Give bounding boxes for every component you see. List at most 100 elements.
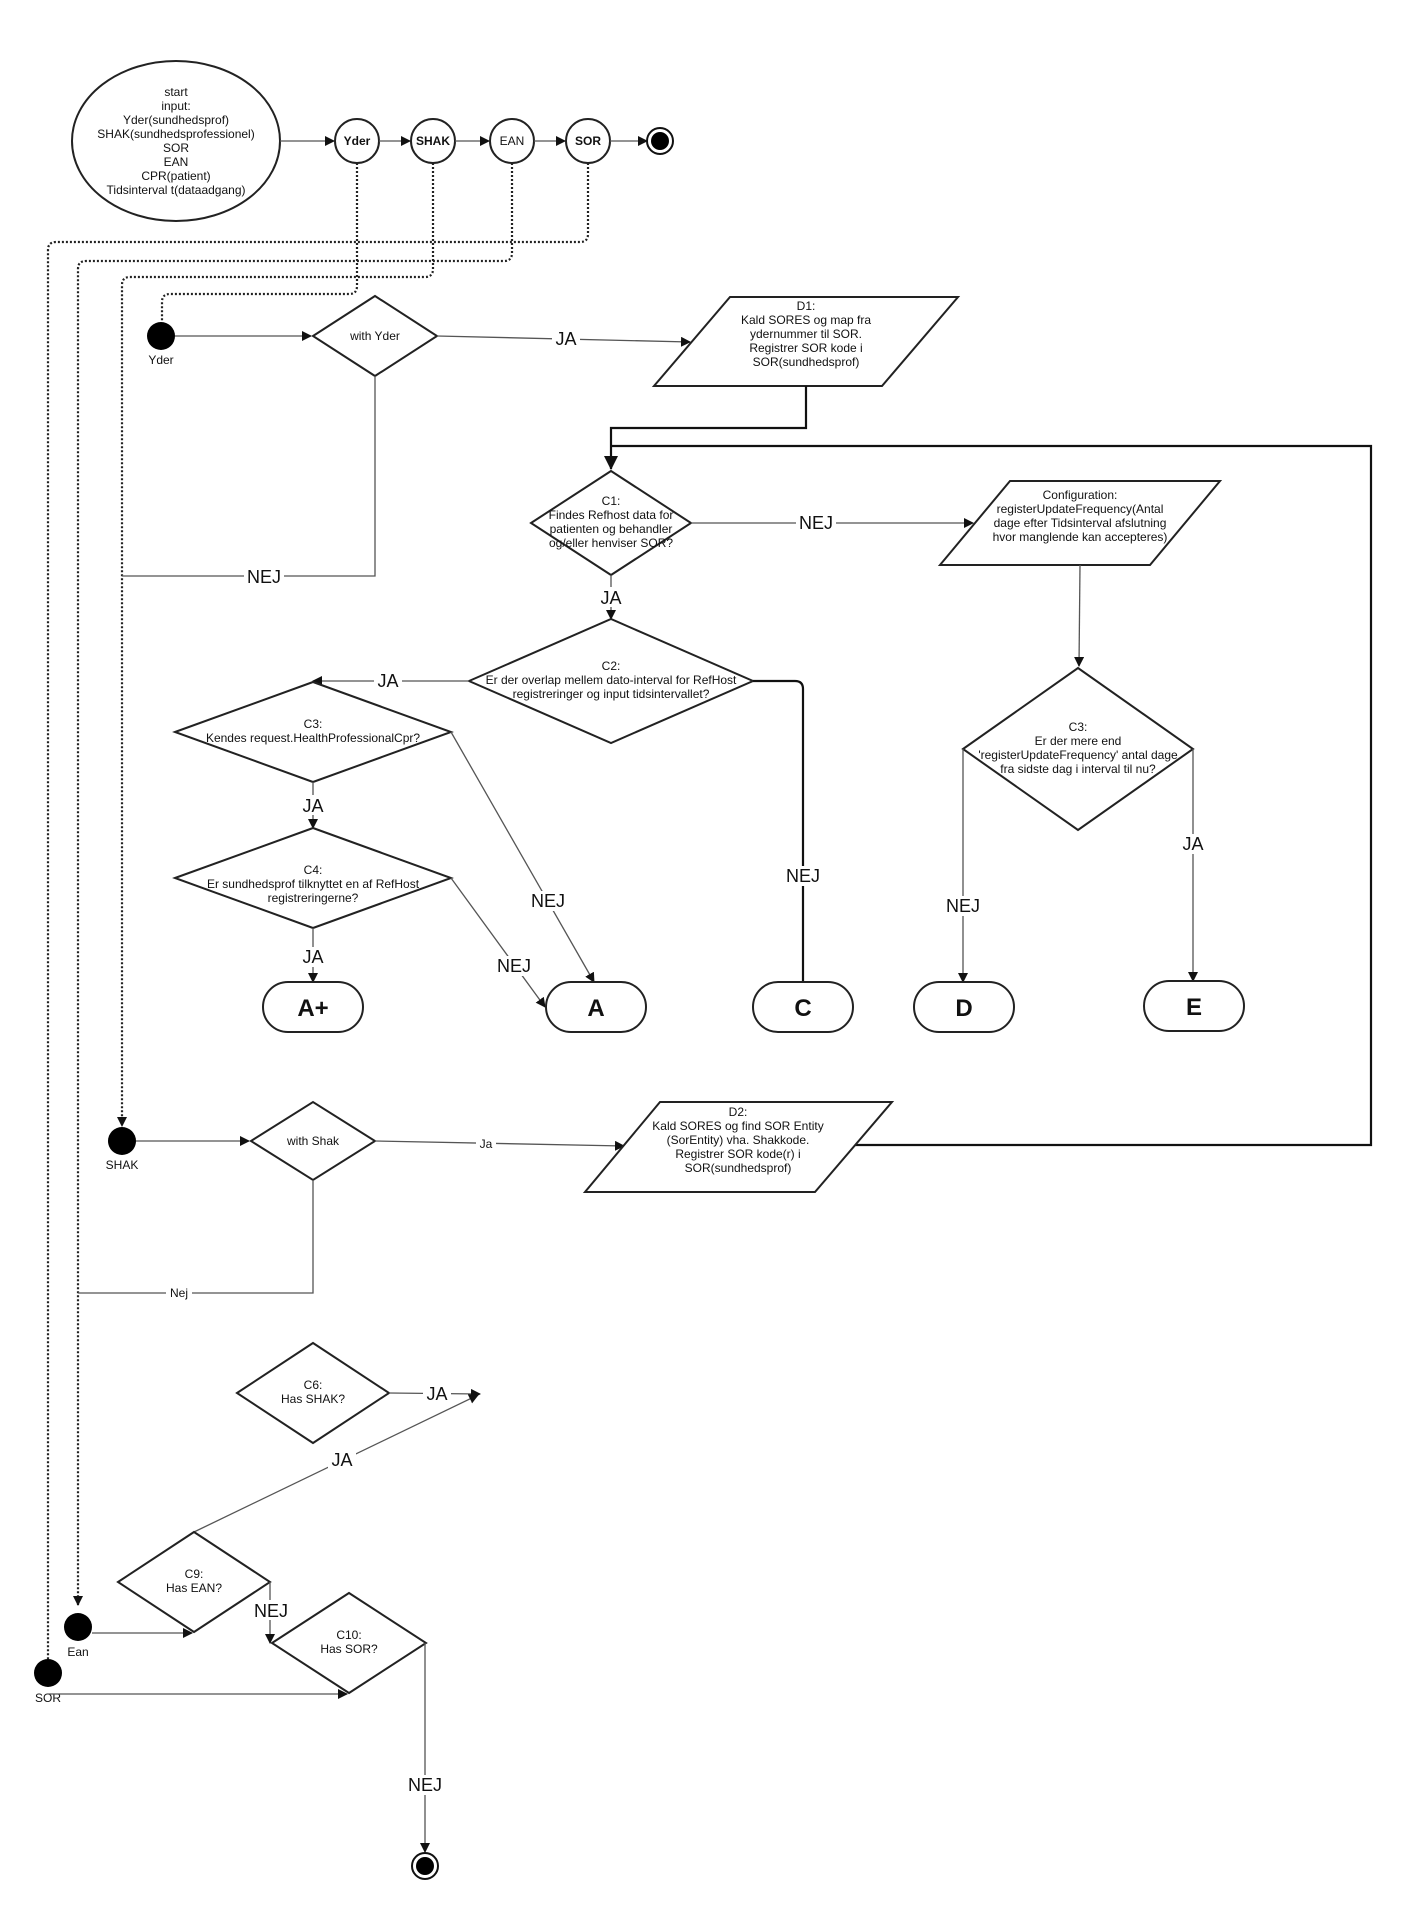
c3l-text-line: C3: [304,717,323,731]
start-text-line: CPR(patient) [141,169,210,183]
decision-c9-text: C9:Has EAN? [166,1567,222,1595]
c4-text-line: C4: [304,863,323,877]
decision-c6: C6:Has SHAK? [235,1341,391,1445]
label-c3-ja: JA [302,796,323,816]
seq-node-shak: SHAK [410,118,456,164]
label-c4-ja: JA [302,947,323,967]
process-d2: D2:Kald SORES og find SOR Entity(SorEnti… [582,1101,895,1193]
terminal-a-plus: A+ [262,981,364,1033]
d2-text-line: Kald SORES og find SOR Entity [652,1119,823,1133]
terminal-e: E [1143,980,1245,1032]
start-text-line: SOR [163,141,189,155]
c2-text-line: C2: [602,659,621,673]
d1-text-line: Registrer SOR kode i [749,341,862,355]
process-configuration-text: Configuration:registerUpdateFrequency(An… [993,488,1168,544]
label-c3-nej: NEJ [531,891,565,911]
label-c10-nej: NEJ [408,1775,442,1795]
config-text-line: registerUpdateFrequency(Antal [997,502,1164,516]
terminal-e-label: E [1186,994,1202,1021]
c6-text-line: C6: [304,1378,323,1392]
edge-d2-loop-c1 [611,444,1373,1147]
c9-text-line: C9: [185,1567,204,1581]
entry-sor-label: SOR [35,1691,61,1705]
config-text-line: Configuration: [1043,488,1118,502]
dotted-yder-to-yder-entry [160,163,359,322]
c2-text-line: registreringer og input tidsintervallet? [513,687,710,701]
d1-text-line: Kald SORES og map fra [741,313,871,327]
decision-c4: C4:Er sundhedsprof tilknyttet en af RefH… [172,826,454,930]
label-shak-ja: Ja [480,1137,493,1151]
edge-shak-ja [374,1140,625,1151]
decision-c3-left-text: C3:Kendes request.HealthProfessionalCpr? [206,717,420,745]
dotted-sor-to-sor-entry [46,163,590,1659]
seq-sor-label: SOR [575,134,601,148]
d2-text-line: Registrer SOR kode(r) i [675,1147,800,1161]
config-text-line: dage efter Tidsinterval afslutning [994,516,1167,530]
entry-sor: SOR [34,1659,62,1705]
entry-shak-label: SHAK [106,1158,139,1172]
decision-c3-right: C3:Er der mere end'registerUpdateFrequen… [961,666,1195,832]
edge-yder-nej [122,376,376,577]
c3l-text-line: Kendes request.HealthProfessionalCpr? [206,731,420,745]
decision-c2: C2:Er der overlap mellem dato-interval f… [466,617,756,745]
label-yder-nej: NEJ [247,567,281,587]
c4-text-line: Er sundhedsprof tilknyttet en af RefHost [207,877,420,891]
config-text-line: hvor manglende kan accepteres) [993,530,1168,544]
decision-with-yder-text: with Yder [349,329,400,343]
terminal-a: A [545,981,647,1033]
d2-text-line: SOR(sundhedsprof) [685,1161,792,1175]
edge-config-c3 [1074,564,1085,667]
decision-c4-text: C4:Er sundhedsprof tilknyttet en af RefH… [207,863,420,905]
terminal-a-label: A [587,995,604,1022]
c10-text-line: C10: [336,1628,361,1642]
decision-c10-text: C10:Has SOR? [320,1628,378,1656]
entry-ean-label: Ean [67,1645,88,1659]
entry-shak: SHAK [106,1127,139,1172]
label-c9-ja: JA [331,1450,352,1470]
c1-text-line: og/eller henviser SOR? [549,536,673,550]
label-c4-nej: NEJ [497,956,531,976]
edge-shak-nej [78,1180,314,1294]
label-shak-nej: Nej [170,1286,188,1300]
seq-ean-label: EAN [500,134,525,148]
c9-text-line: Has EAN? [166,1581,222,1595]
start-text-line: input: [161,99,190,113]
decision-c3-left: C3:Kendes request.HealthProfessionalCpr? [172,680,454,784]
dotted-shak-to-shak-entry [117,163,435,1127]
c6-text-line: Has SHAK? [281,1392,345,1406]
decision-c10: C10:Has SOR? [270,1591,428,1695]
seq-shak-label: SHAK [416,134,450,148]
end-node-bottom [411,1852,439,1880]
dotted-ean-to-ean-entry [73,163,514,1606]
decision-c3-right-text: C3:Er der mere end'registerUpdateFrequen… [978,720,1178,776]
terminal-d-label: D [955,995,972,1022]
c1-text-line: patienten og behandler [550,522,673,536]
label-c9-nej: NEJ [254,1601,288,1621]
label-c2-nej: NEJ [786,866,820,886]
start-text-line: Yder(sundhedsprof) [123,113,229,127]
decision-with-yder: with Yder [311,294,439,378]
label-c2-ja: JA [377,671,398,691]
seq-node-yder: Yder [334,118,380,164]
entry-yder-label: Yder [148,353,173,367]
edge-c3-nej [450,731,595,983]
label-c1-nej: NEJ [799,513,833,533]
edge-c4-nej [450,877,546,1008]
label-c3r-nej: NEJ [946,896,980,916]
start-text-line: start [164,85,188,99]
d2-text-line: (SorEntity) vha. Shakkode. [667,1133,810,1147]
c3r-text-line: Er der mere end [1035,734,1122,748]
c3r-text-line: C3: [1069,720,1088,734]
label-c1-ja: JA [600,588,621,608]
edge-c2-nej [753,679,805,982]
start-text-line: Tidsinterval t(dataadgang) [107,183,246,197]
end-node-top [646,127,674,155]
c1-text-line: Findes Refhost data for [549,508,674,522]
label-c3r-ja: JA [1182,834,1203,854]
